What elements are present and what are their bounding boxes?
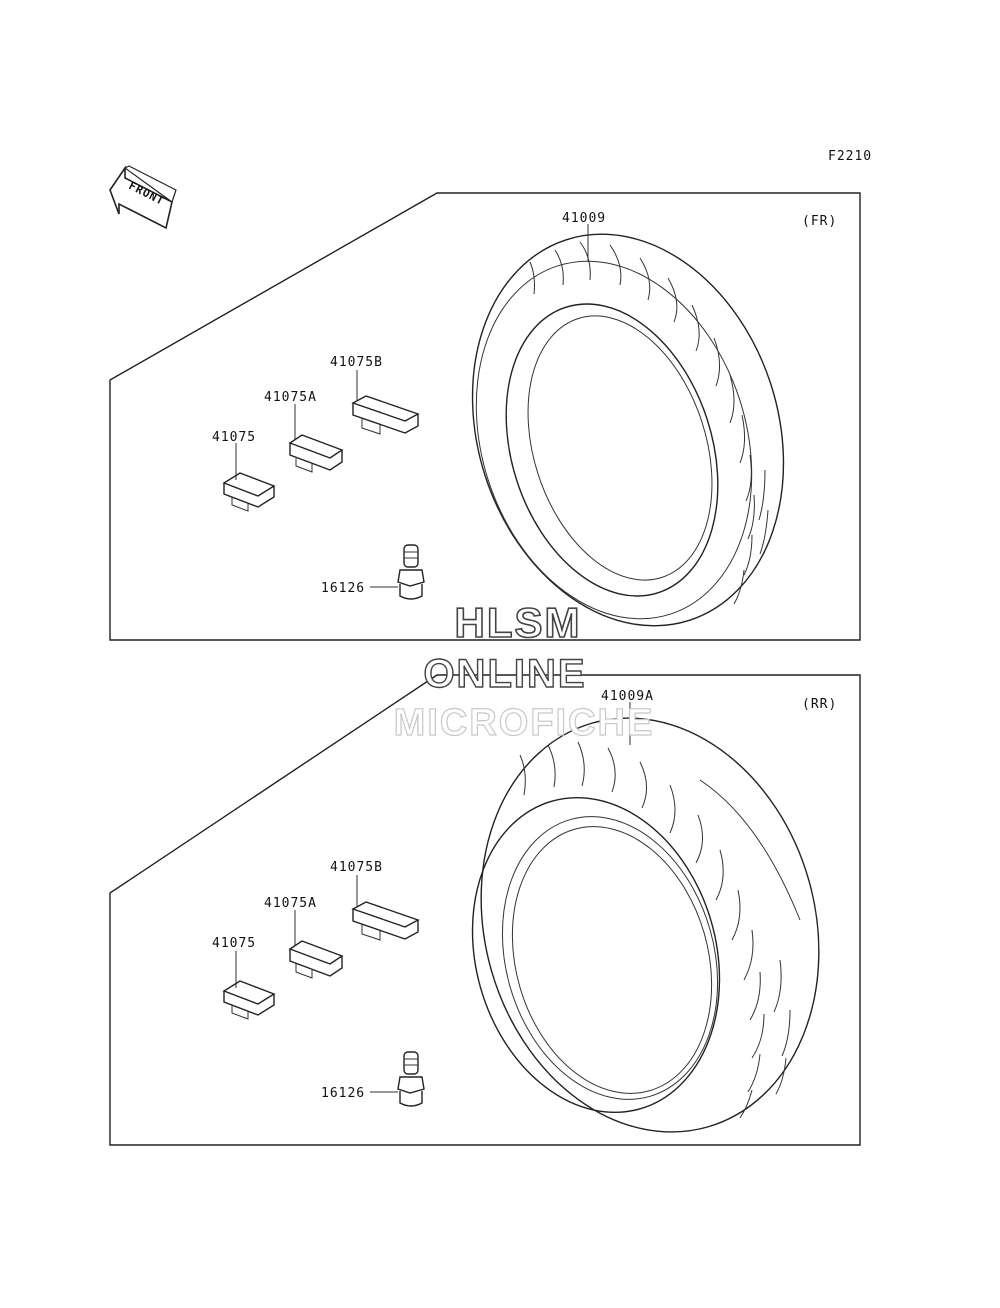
rear-weight-41075	[222, 951, 276, 1020]
front-arrow-icon: FRONT	[109, 165, 177, 230]
rear-tire-tread	[519, 741, 801, 1119]
front-weight-label-1: 41075	[212, 430, 256, 445]
front-weight-41075a	[288, 404, 344, 473]
rear-tire-part-label: 41009A	[601, 689, 654, 704]
rear-weight-label-2: 41075A	[264, 896, 317, 911]
panel-rear-position-label: (RR)	[802, 697, 837, 712]
watermark-line-3: MICROFICHE	[394, 702, 655, 744]
front-weight-41075	[222, 443, 276, 512]
watermark: HLSM ONLINE MICROFICHE	[393, 598, 655, 744]
rear-tire	[471, 717, 820, 1133]
panel-front-frame	[109, 192, 861, 641]
rear-weight-41075a	[288, 910, 344, 979]
panel-rear: (RR) 41009A	[109, 674, 861, 1146]
front-weight-label-2: 41075A	[264, 390, 317, 405]
rear-weight-label-3: 41075B	[330, 860, 383, 875]
rear-valve-label: 16126	[321, 1086, 365, 1101]
panel-front-position-label: (FR)	[802, 214, 837, 229]
rear-valve-icon	[397, 1051, 425, 1107]
front-valve-icon	[397, 544, 425, 600]
watermark-line-2: ONLINE	[423, 652, 586, 696]
rear-weight-label-1: 41075	[212, 936, 256, 951]
panel-rear-frame	[109, 674, 861, 1146]
front-weight-41075b	[351, 370, 420, 435]
figure-code: F2210	[828, 149, 872, 164]
front-tire-tread	[529, 241, 769, 605]
front-tire	[471, 233, 785, 627]
front-weight-label-3: 41075B	[330, 355, 383, 370]
panel-front: (FR) 41009 41	[109, 192, 861, 641]
watermark-line-1: HLSM	[455, 599, 582, 646]
front-valve-label: 16126	[321, 581, 365, 596]
front-tire-part-label: 41009	[562, 211, 606, 226]
rear-weight-41075b	[351, 875, 420, 941]
